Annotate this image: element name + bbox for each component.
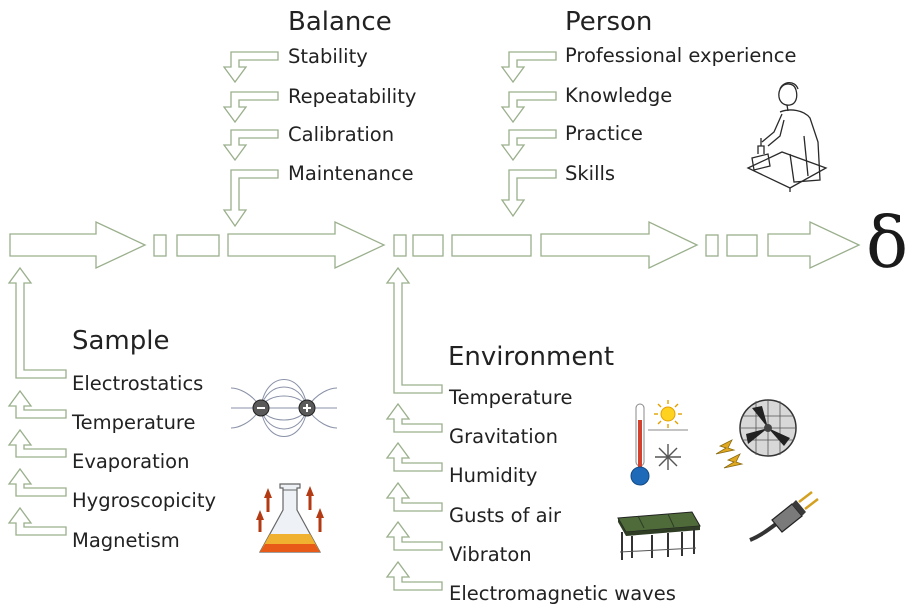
environment-item-vibraton: Vibraton (449, 543, 532, 566)
environment-item-gusts: Gusts of air (449, 504, 562, 527)
snowflake-icon (655, 444, 681, 470)
power-plug-icon (749, 491, 819, 542)
environment-connector-3 (385, 441, 443, 472)
main-gap-1 (153, 234, 167, 257)
person-item-knowledge: Knowledge (565, 84, 673, 107)
main-arrow-4 (767, 220, 861, 270)
balance-item-calibration: Calibration (288, 123, 395, 146)
table-icon (617, 511, 701, 560)
person-connector-4 (500, 169, 557, 218)
sample-connector-5 (7, 506, 67, 536)
main-arrow-1 (9, 220, 147, 270)
person-connector-2 (500, 91, 557, 124)
person-connector-1 (500, 51, 557, 84)
sample-title: Sample (72, 326, 170, 356)
sample-item-hygroscopicity: Hygroscopicity (72, 489, 217, 512)
environment-item-em-waves: Electromagnetic waves (449, 582, 676, 605)
scientist-icon (746, 81, 828, 192)
person-item-practice: Practice (565, 122, 643, 145)
environment-item-gravitation: Gravitation (449, 425, 558, 448)
main-gap-2 (393, 234, 407, 257)
main-gap-3 (705, 234, 719, 257)
sample-item-magnetism: Magnetism (72, 529, 180, 552)
main-block-1 (176, 234, 220, 257)
person-item-skills: Skills (565, 162, 616, 185)
environment-connector-4 (385, 481, 443, 512)
balance-connector-3 (222, 129, 279, 162)
main-block-3 (451, 234, 532, 257)
sample-connector-4 (7, 467, 67, 497)
balance-connector-1 (222, 51, 279, 84)
main-block-4 (726, 234, 758, 257)
electric-field-icon (231, 379, 337, 437)
person-connector-3 (500, 129, 557, 162)
sample-connector-2 (7, 389, 67, 419)
environment-connector-1 (385, 266, 443, 394)
person-title: Person (565, 7, 653, 37)
environment-connector-5 (385, 520, 443, 551)
main-block-2 (412, 234, 444, 257)
thermometer-sun-snow-icon (630, 400, 688, 486)
sample-item-electrostatics: Electrostatics (72, 372, 204, 395)
environment-item-humidity: Humidity (449, 464, 538, 487)
balance-item-maintenance: Maintenance (288, 162, 414, 185)
balance-connector-2 (222, 91, 279, 124)
environment-connector-2 (385, 402, 443, 433)
output-delta-symbol: δ (866, 202, 909, 284)
sample-connector-1 (7, 266, 67, 379)
environment-title: Environment (448, 342, 615, 372)
sample-connector-3 (7, 428, 67, 458)
balance-item-stability: Stability (288, 45, 368, 68)
person-item-experience: Professional experience (565, 44, 797, 67)
main-arrow-3 (540, 220, 699, 270)
sample-item-temperature: Temperature (72, 411, 196, 434)
environment-item-temperature: Temperature (449, 386, 573, 409)
flask-icon (256, 483, 324, 553)
balance-item-repeatability: Repeatability (288, 85, 417, 108)
sample-item-evaporation: Evaporation (72, 450, 190, 473)
balance-title: Balance (288, 7, 392, 37)
balance-connector-4 (222, 169, 279, 228)
environment-connector-6 (385, 560, 443, 591)
sun-icon (654, 400, 682, 428)
main-arrow-2 (227, 220, 386, 270)
fan-icon (715, 399, 797, 469)
